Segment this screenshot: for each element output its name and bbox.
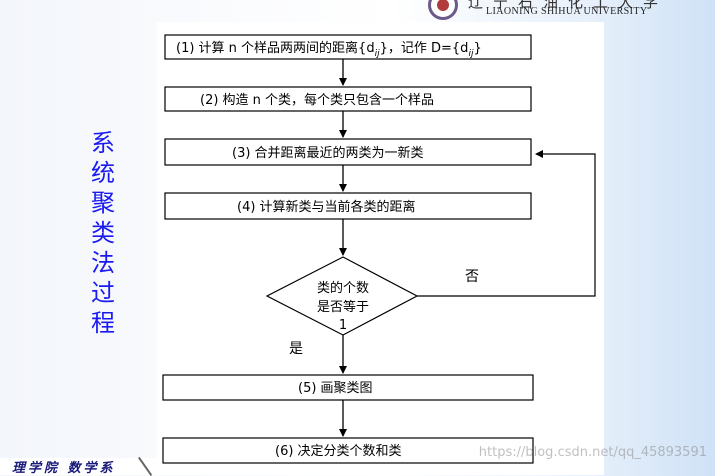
side-title-char: 程 — [91, 309, 115, 337]
university-logo: 辽宁石油化工大学 LIAONING SHIHUA UNIVERSITY — [428, 0, 668, 22]
side-title-char: 聚 — [91, 189, 115, 217]
decision-line-2: 是否等于 — [317, 299, 369, 315]
side-title: 系统聚类法过程 — [86, 128, 120, 338]
side-title-char: 类 — [91, 219, 115, 247]
step-4-text: (4) 计算新类与当前各类的距离 — [237, 199, 416, 215]
step-1-text: (1) 计算 n 个样品两两间的距离{dij}，记作 D={dij} — [176, 40, 482, 59]
side-title-char: 统 — [91, 159, 115, 187]
side-title-char: 系 — [91, 129, 115, 157]
no-label: 否 — [465, 269, 479, 285]
decision-line-3: 1 — [339, 318, 347, 333]
step-6-text: (6) 决定分类个数和类 — [275, 444, 402, 459]
step-5-text: (5) 画聚类图 — [298, 381, 373, 396]
step-4-box — [164, 192, 532, 220]
yes-label: 是 — [289, 341, 303, 357]
step-2-text: (2) 构造 n 个类，每个类只包含一个样品 — [200, 92, 434, 108]
footer-band — [0, 458, 160, 475]
side-title-char: 法 — [91, 249, 115, 277]
university-seal-icon — [428, 0, 458, 20]
decision-line-1: 类的个数 — [317, 280, 369, 296]
footer-department: 理学院 数学系 — [12, 461, 116, 476]
loop-back-arrow — [417, 150, 596, 297]
side-title-char: 过 — [91, 279, 115, 307]
step-6-box — [162, 437, 534, 464]
step-3-box — [164, 138, 532, 166]
university-name-en: LIAONING SHIHUA UNIVERSITY — [486, 6, 648, 17]
watermark: https://blog.csdn.net/qq_45893591 — [478, 445, 707, 460]
step-1-box — [164, 34, 532, 60]
step-5-box — [162, 374, 534, 401]
university-name-cn: 辽宁石油化工大学 — [468, 0, 669, 11]
step-2-box — [164, 86, 532, 112]
step-3-text: (3) 合并距离最近的两类为一新类 — [232, 145, 424, 161]
